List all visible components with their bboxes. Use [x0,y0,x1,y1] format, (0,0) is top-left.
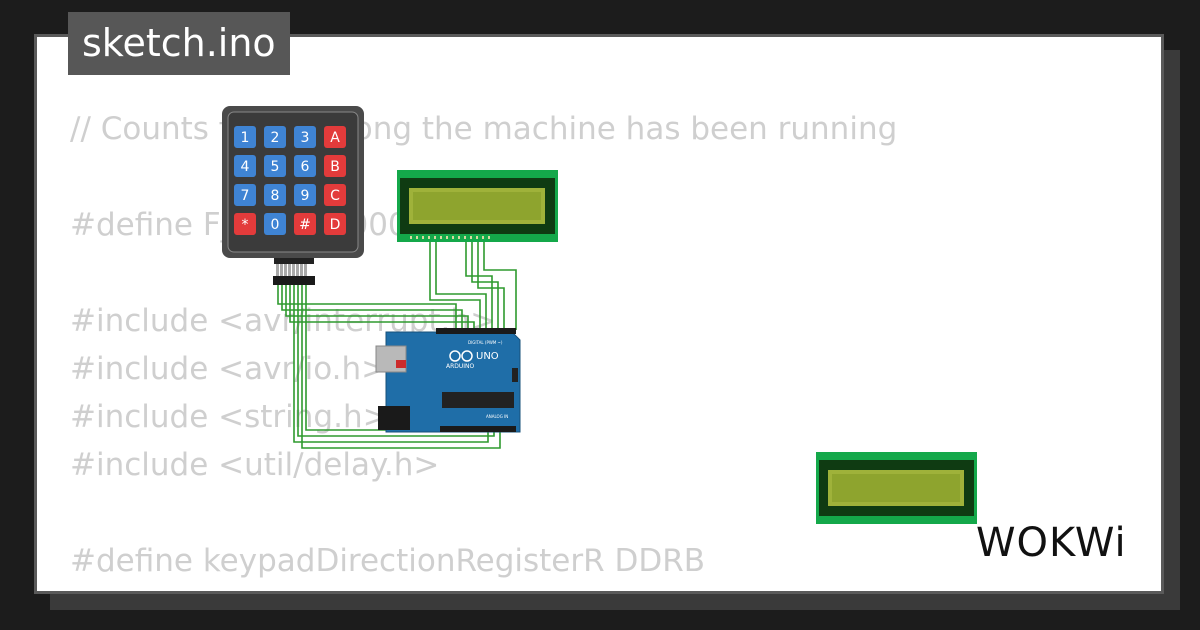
wire [471,240,499,330]
keypad-key-label: 6 [301,159,310,175]
wire [301,284,501,449]
board-model-label: UNO [476,351,499,362]
board-brand-label: ARDUINO [446,363,475,370]
keypad-key[interactable] [294,213,316,235]
wire [483,240,517,330]
keypad-key[interactable] [234,155,256,177]
keypad-key-label: C [330,188,340,204]
board-analog-label: ANALOG IN [486,414,508,419]
keypad-key[interactable] [294,126,316,148]
keypad-key[interactable] [264,184,286,206]
keypad-key[interactable] [324,184,346,206]
lcd-display-2[interactable] [816,452,977,524]
keypad-key-label: # [299,217,311,233]
keypad-key[interactable] [264,155,286,177]
code-line: #include <avr/interrupt.h> [70,303,497,339]
wokwi-logo[interactable]: WOKWi [976,520,1127,566]
wire [277,284,457,330]
code-line: #include <util/delay.h> [70,447,440,483]
keypad-key-label: B [330,159,340,175]
keypad-key-label: 9 [301,188,310,204]
wire [465,240,493,330]
wire [293,284,489,443]
wire [285,284,469,330]
keypad-key[interactable] [324,213,346,235]
keypad-key[interactable] [234,213,256,235]
keypad-key-label: 1 [241,130,250,146]
wire [289,284,475,330]
keypad-key-label: 4 [241,159,250,175]
keypad-key-label: * [242,217,249,233]
card-shadow-bottom [50,594,1180,610]
keypad-key-label: D [330,217,341,233]
keypad-key[interactable] [264,126,286,148]
code-line: #define keypadDirectionRegisterR DDRB [70,543,706,579]
keypad-key-label: 5 [271,159,280,175]
keypad-key[interactable] [294,155,316,177]
keypad-key-label: 0 [271,217,280,233]
keypad-key-label: 7 [241,188,250,204]
wire [281,284,463,330]
file-name-tab[interactable]: sketch.ino [68,12,290,75]
keypad-key[interactable] [264,213,286,235]
keypad-keys: 1 2 3 A 4 5 6 B 7 8 9 C * 0 # D [234,126,346,235]
keypad-key[interactable] [234,126,256,148]
keypad-key-label: 2 [271,130,280,146]
wire [435,240,487,330]
wire [429,240,481,330]
wokwi-logo-text: WOKWi [976,520,1127,566]
keypad-key[interactable] [324,155,346,177]
keypad-4x4[interactable]: 1 2 3 A 4 5 6 B 7 8 9 C * 0 # D [222,106,364,285]
keypad-key[interactable] [324,126,346,148]
arduino-uno-board[interactable]: UNO ARDUINO DIGITAL (PWM ~) ANALOG IN [375,328,521,433]
code-line: #include <string.h> [70,399,389,435]
keypad-key-label: 8 [271,188,280,204]
keypad-key-label: 3 [301,130,310,146]
keypad-key[interactable] [294,184,316,206]
board-digital-label: DIGITAL (PWM ~) [468,340,503,345]
lcd-display-1[interactable] [397,170,558,242]
wire [477,240,505,330]
keypad-key[interactable] [234,184,256,206]
keypad-key-label: A [330,130,340,146]
card-shadow-right [1164,50,1180,610]
